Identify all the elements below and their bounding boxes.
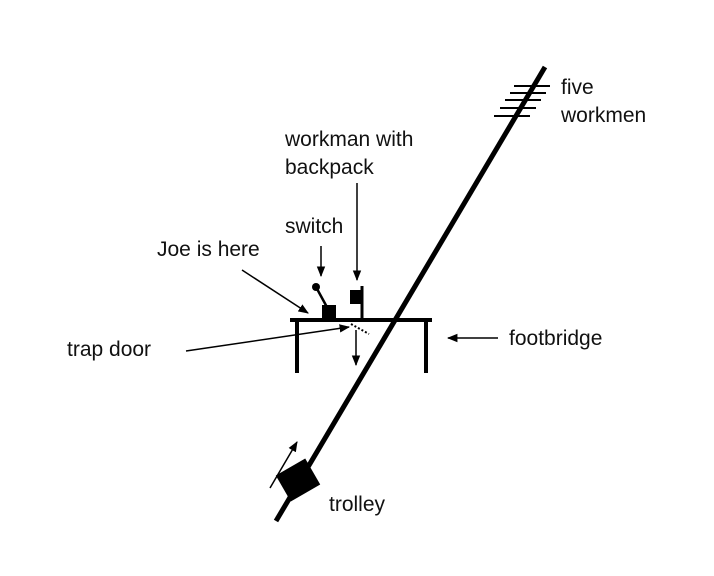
trolley-label: trolley bbox=[329, 493, 386, 516]
five-workmen-marks bbox=[494, 85, 550, 117]
five-workmen-label: five workmen bbox=[561, 76, 647, 127]
trap-door bbox=[350, 323, 370, 335]
workman-with-backpack-figure bbox=[350, 290, 361, 304]
trap-door-label: trap door bbox=[67, 338, 152, 361]
switch-label: switch bbox=[285, 215, 344, 238]
track-line bbox=[273, 65, 548, 523]
trolley-figure bbox=[275, 458, 321, 502]
footbridge-structure bbox=[290, 318, 432, 373]
trap-door-pointer-arrow bbox=[185, 324, 351, 352]
footbridge-label: footbridge bbox=[509, 327, 603, 350]
joe-pointer-arrow bbox=[241, 269, 309, 314]
switch-lever bbox=[312, 283, 336, 319]
joe-label: Joe is here bbox=[157, 238, 260, 261]
trolley-direction-arrow bbox=[269, 441, 298, 489]
workman-with-backpack-label: workman with backpack bbox=[285, 128, 414, 179]
